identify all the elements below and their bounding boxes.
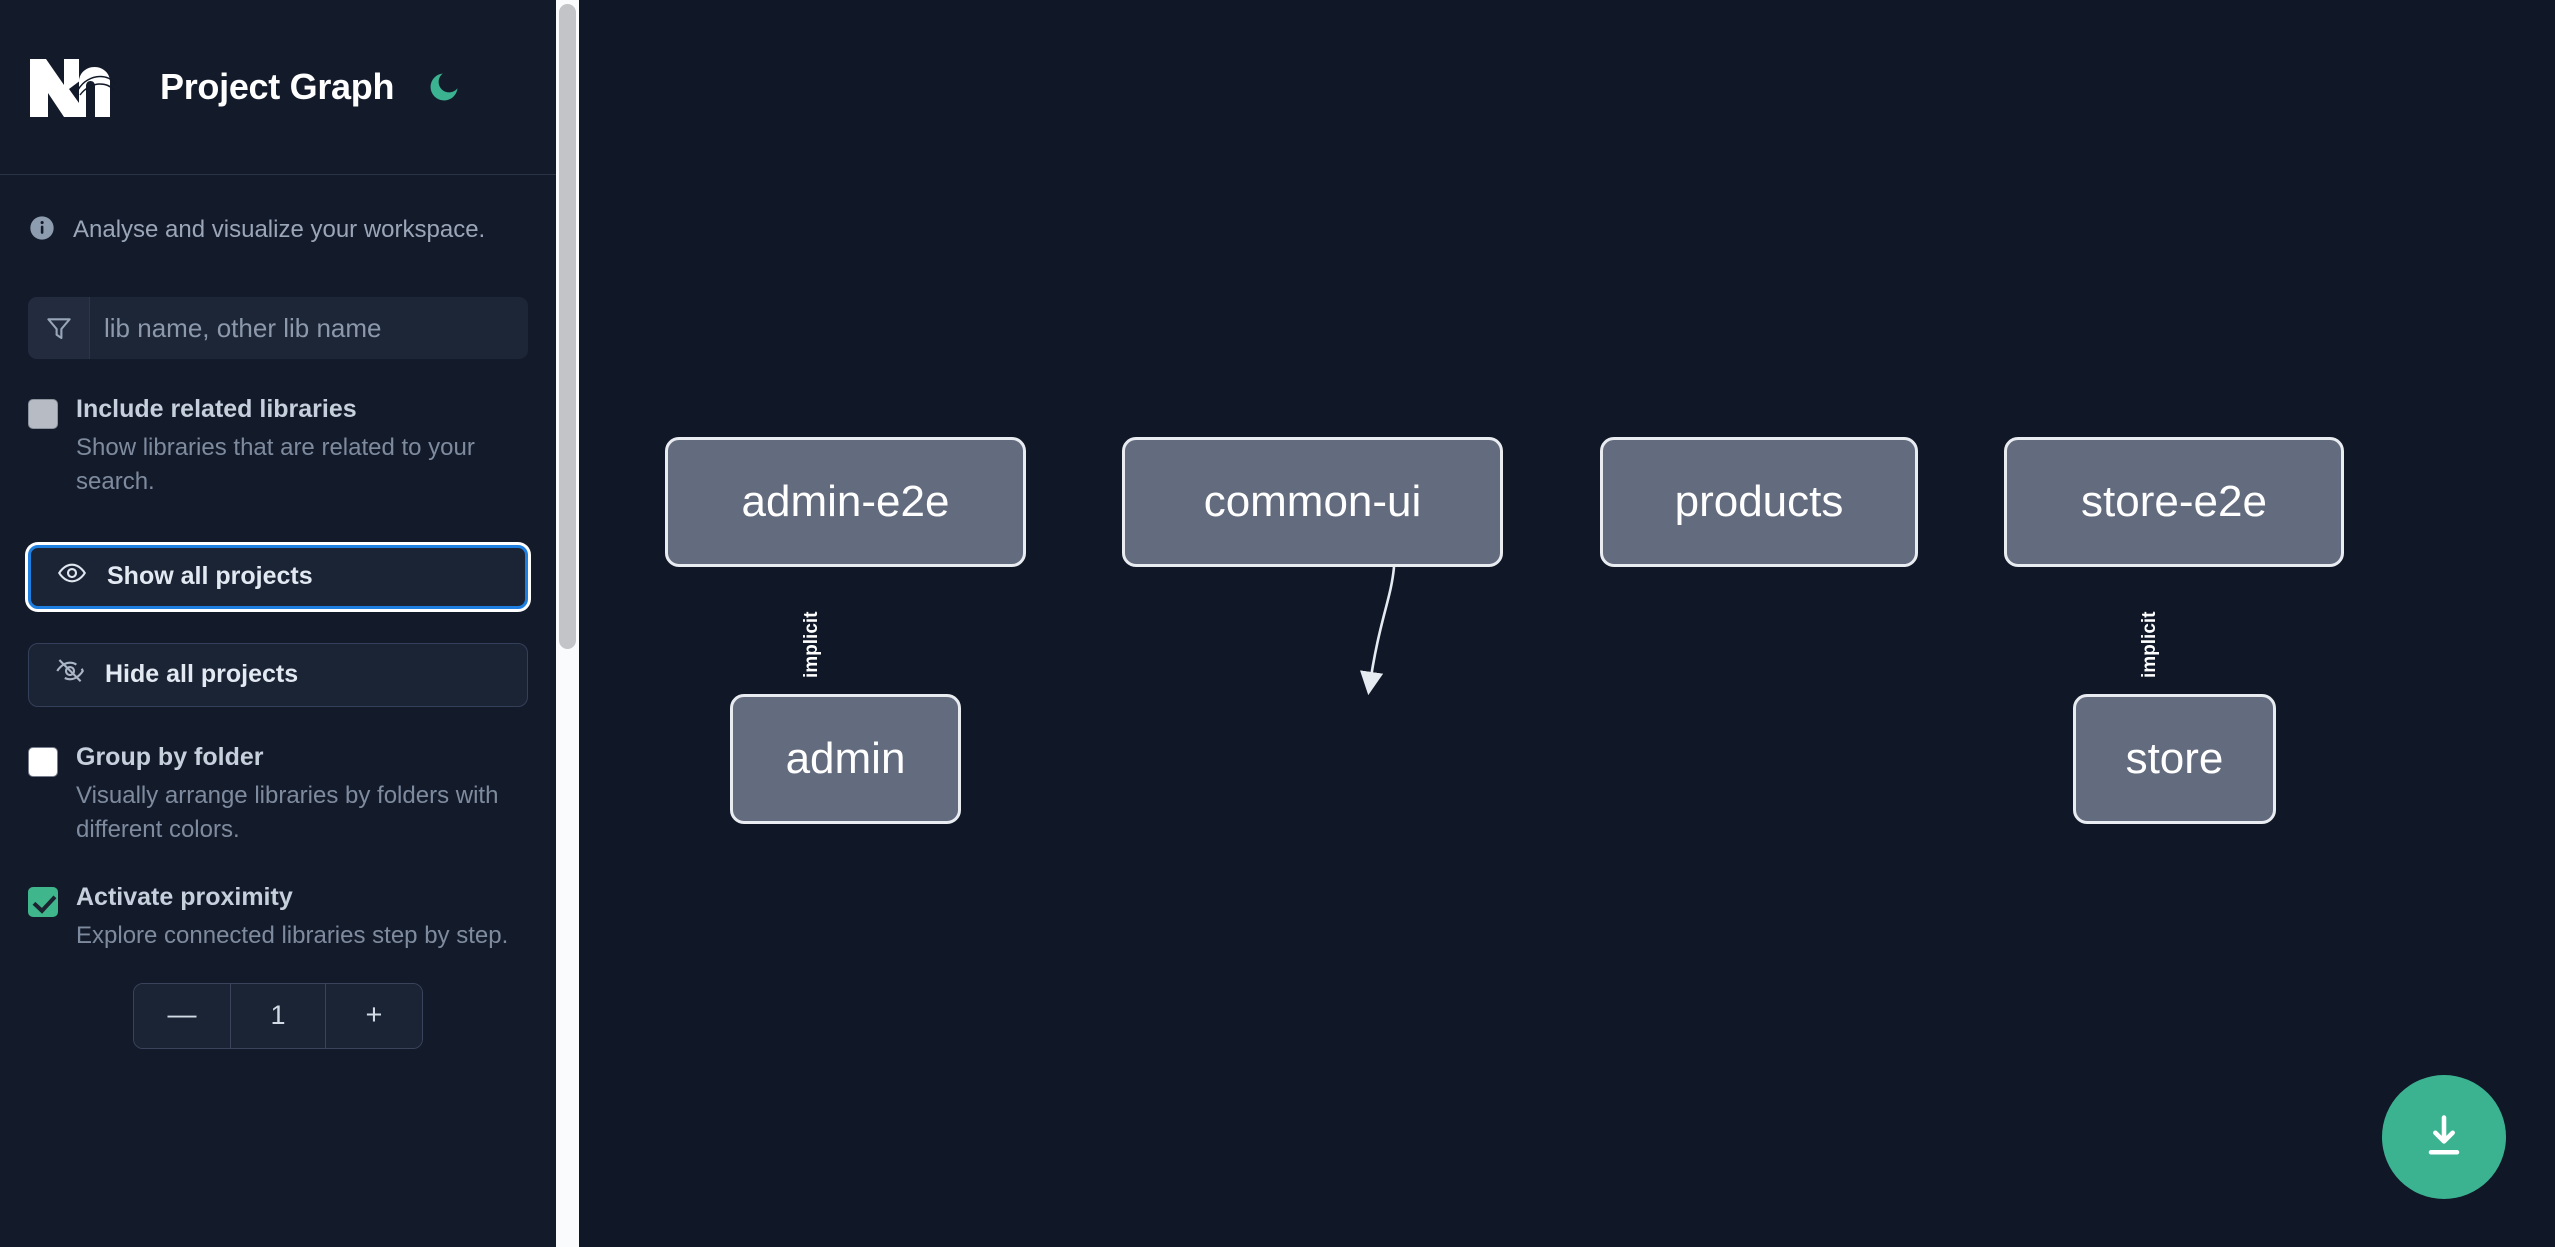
search-container	[0, 297, 556, 359]
show-all-projects-container: Show all projects	[0, 544, 556, 609]
group-by-folder-checkbox[interactable]	[28, 746, 58, 777]
sidebar: Project Graph Analyse and visualize your…	[0, 0, 556, 1247]
filter-icon[interactable]	[28, 297, 90, 359]
nx-logo	[28, 55, 126, 119]
proximity-value[interactable]: 1	[230, 983, 326, 1048]
edge-admin-e2e-admin	[1359, 566, 1396, 696]
option-include-related-libraries[interactable]: Include related libraries Show libraries…	[0, 393, 556, 499]
hide-all-projects-label: Hide all projects	[105, 660, 299, 689]
option-group-by-folder[interactable]: Group by folder Visually arrange librari…	[0, 741, 556, 847]
graph-node-products[interactable]: products	[1600, 437, 1918, 567]
sidebar-header: Project Graph	[0, 0, 556, 175]
graph-node-admin-e2e[interactable]: admin-e2e	[665, 437, 1026, 567]
proximity-decrement-button[interactable]: —	[134, 983, 230, 1048]
moon-icon[interactable]	[424, 67, 464, 107]
search-input[interactable]	[90, 297, 528, 359]
hide-all-projects-container: Hide all projects	[0, 642, 556, 707]
activate-proximity-label: Activate proximity	[76, 882, 293, 911]
info-icon	[28, 214, 56, 247]
graph-node-admin[interactable]: admin	[730, 694, 961, 824]
include-related-libraries-label: Include related libraries	[76, 395, 357, 423]
proximity-stepper: — 1 +	[133, 982, 423, 1049]
graph-node-store-e2e[interactable]: store-e2e	[2004, 437, 2344, 567]
tagline-text: Analyse and visualize your workspace.	[73, 216, 486, 243]
sidebar-scrollbar-track[interactable]	[556, 0, 579, 1247]
group-by-folder-label: Group by folder	[76, 742, 264, 771]
group-by-folder-description: Visually arrange libraries by folders wi…	[76, 781, 499, 843]
show-all-projects-button[interactable]: Show all projects	[28, 544, 528, 609]
proximity-increment-button[interactable]: +	[326, 983, 422, 1048]
activate-proximity-checkbox[interactable]	[28, 886, 58, 917]
download-graph-button[interactable]	[2382, 1075, 2506, 1199]
graph-edges	[1359, 566, 1396, 696]
download-icon	[2418, 1110, 2470, 1165]
include-related-libraries-description: Show libraries that are related to your …	[76, 433, 475, 495]
sidebar-tagline: Analyse and visualize your workspace.	[0, 175, 556, 285]
activate-proximity-description: Explore connected libraries step by step…	[76, 921, 509, 949]
graph-canvas[interactable]: admin-e2e common-ui products store-e2e a…	[579, 0, 2555, 1247]
graph-node-common-ui[interactable]: common-ui	[1122, 437, 1503, 567]
proximity-stepper-container: — 1 +	[0, 982, 556, 1049]
show-all-projects-label: Show all projects	[107, 562, 313, 591]
app-title: Project Graph	[160, 66, 395, 107]
eye-off-icon	[55, 656, 85, 693]
search-box[interactable]	[28, 297, 528, 359]
hide-all-projects-button[interactable]: Hide all projects	[28, 642, 528, 707]
eye-icon	[57, 558, 87, 595]
graph-node-store[interactable]: store	[2073, 694, 2276, 824]
sidebar-scrollbar-thumb[interactable]	[559, 4, 576, 649]
include-related-libraries-checkbox[interactable]	[28, 399, 58, 429]
option-activate-proximity[interactable]: Activate proximity Explore connected lib…	[0, 881, 556, 953]
